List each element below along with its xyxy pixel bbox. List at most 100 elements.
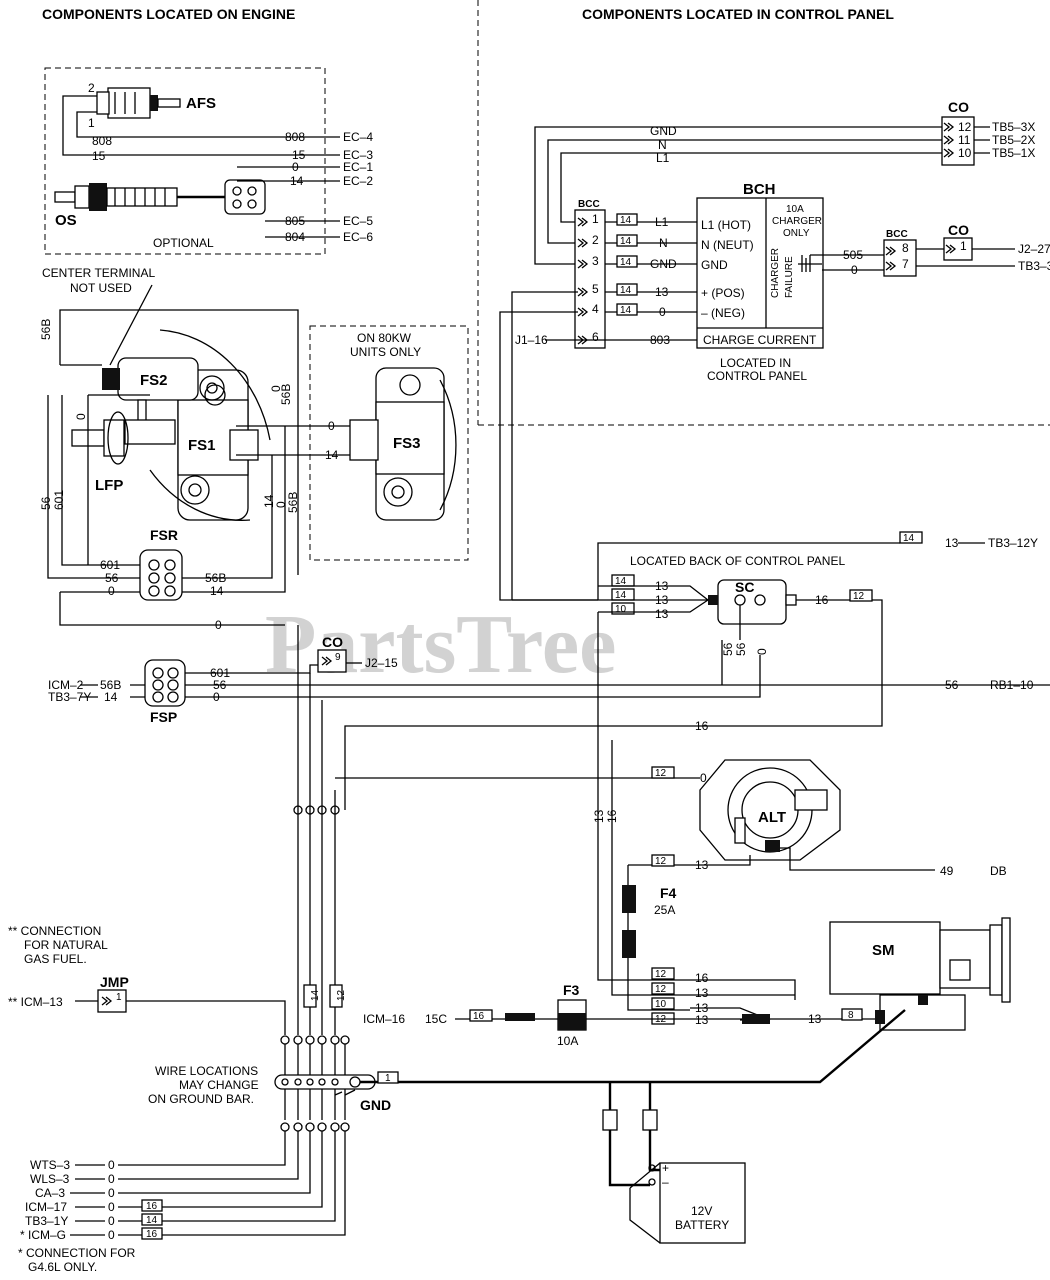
rb1-wire: 56 (945, 678, 959, 692)
fsp-connector (144, 659, 186, 707)
center-terminal-note-1: CENTER TERMINAL (42, 266, 155, 280)
bottom-wire-rows (70, 1131, 346, 1240)
bcc-wire-13: 13 (655, 285, 669, 299)
sm-wire-gauge: 8 (848, 1010, 854, 1021)
g46-note-1: * CONNECTION FOR (18, 1246, 136, 1260)
g46-note-2: G4.6L ONLY. (28, 1260, 97, 1274)
alt-b-gauge: 12 (655, 856, 667, 867)
wire-14: 14 (290, 174, 304, 188)
bch-term-gnd: GND (701, 258, 728, 272)
bcc-gauge-5: 14 (620, 305, 632, 316)
battery-label: BATTERY (675, 1218, 729, 1232)
co2-label: CO (948, 222, 969, 238)
charger-failure-1: CHARGER (770, 248, 781, 298)
jmp-pin: 1 (116, 992, 122, 1003)
co-dest-tb5-1x: TB5–1X (992, 146, 1035, 160)
bcc-bch-wires (545, 213, 697, 341)
ec-2: EC–2 (343, 174, 373, 188)
bcc-gauge-1: 14 (620, 215, 632, 226)
db-wire: 49 (940, 864, 954, 878)
sm-row-3-wire: 13 (695, 1001, 709, 1015)
fs1-label: FS1 (188, 437, 216, 454)
fs3-solenoid (349, 367, 457, 521)
icm16-wire: 15C (425, 1012, 447, 1026)
on80kw-note-2: UNITS ONLY (350, 345, 421, 359)
co3-pin: 9 (335, 652, 341, 663)
ground-bar (274, 1035, 376, 1132)
os-label: OS (55, 212, 77, 229)
wire-808: 808 (285, 130, 305, 144)
wire-804: 804 (285, 230, 305, 244)
vert-16: 16 (605, 809, 619, 823)
co-connector-top (941, 116, 975, 166)
wire-loc-note-1: WIRE LOCATIONS (155, 1064, 258, 1078)
bcc-pin-1: 1 (592, 212, 599, 226)
sc-right-wire: 16 (815, 593, 829, 607)
wire-16-mid: 16 (695, 719, 709, 733)
fsp-src-tb3-7y: TB3–7Y (48, 690, 91, 704)
starter-motor-sm (829, 917, 1011, 1031)
j1-16-label: J1–16 (515, 333, 548, 347)
bcc-pin-6: 6 (592, 330, 599, 344)
ec-4: EC–4 (343, 130, 373, 144)
wire-56b-vert: 56B (39, 319, 53, 340)
harness-gauge-12: 12 (336, 989, 347, 1001)
row-icm17-gauge: 16 (146, 1201, 158, 1212)
bcc-wire-0: 0 (659, 305, 666, 319)
bcc-wire-gnd: GND (650, 257, 677, 271)
wire-0-fs3: 0 (328, 419, 335, 433)
row-ca3-src: CA–3 (35, 1186, 65, 1200)
wire-15-left: 15 (92, 149, 106, 163)
afs-label: AFS (186, 95, 216, 112)
co-connector-j2-15 (317, 649, 347, 673)
fsr-wire-0: 0 (108, 584, 115, 598)
battery-plus: + (662, 1161, 669, 1175)
co2-pin: 1 (960, 239, 967, 253)
wire-601-vert: 601 (52, 490, 66, 510)
sm-row-3-gauge: 10 (655, 999, 667, 1010)
engine-wire-rows (95, 136, 340, 238)
row-icm17-wire: 0 (108, 1200, 115, 1214)
alt-b-wire: 13 (695, 858, 709, 872)
fsp-src-icm2: ICM–2 (48, 678, 84, 692)
bcc-wire-803: 803 (650, 333, 670, 347)
sc-bottom-0: 0 (755, 648, 769, 655)
bch-label: BCH (743, 181, 776, 198)
charger-failure-contact (798, 255, 822, 272)
wire-56b-right: 56B (279, 384, 293, 405)
wire-56-vert: 56 (39, 496, 53, 510)
row-wls3-wire: 0 (108, 1172, 115, 1186)
wire-15: 15 (292, 148, 306, 162)
co-dest-tb5-3x: TB5–3X (992, 120, 1035, 134)
fsr-label: FSR (150, 527, 178, 543)
co-dest-tb5-2x: TB5–2X (992, 133, 1035, 147)
nat-gas-note-2: FOR NATURAL (24, 938, 108, 952)
f4-label: F4 (660, 885, 677, 901)
alt-wire: 0 (700, 771, 707, 785)
charger-10a-3: ONLY (783, 228, 810, 239)
bcc-pin-2: 2 (592, 233, 599, 247)
sc-gauge-2: 14 (615, 590, 627, 601)
sc-bottom-56b: 56 (734, 642, 748, 656)
sc-top-wire: 13 (945, 536, 959, 550)
fsr-bottom-0: 0 (215, 618, 222, 632)
wire-0-vert2: 0 (274, 501, 288, 508)
sm-rows (651, 967, 796, 1025)
fsp-wire-14: 14 (104, 690, 118, 704)
engine-section-header: COMPONENTS LOCATED ON ENGINE (42, 6, 295, 22)
row-wls3-src: WLS–3 (30, 1172, 70, 1186)
row-icmg-wire: 0 (108, 1228, 115, 1242)
bch-term-neg: – (NEG) (701, 306, 745, 320)
wire-0-vert: 0 (74, 413, 88, 420)
f4-rating: 25A (654, 903, 675, 917)
watermark: PartsTree (265, 598, 616, 691)
bcc-pin-4: 4 (592, 302, 599, 316)
bcc2-wire-0: 0 (851, 263, 858, 277)
row-icm17-src: ICM–17 (25, 1200, 67, 1214)
bcc-gauge-4: 14 (620, 285, 632, 296)
co-pin-10: 10 (958, 146, 972, 160)
bcc-connector (574, 209, 606, 349)
vert-13: 13 (592, 809, 606, 823)
f3-label: F3 (563, 982, 580, 998)
oxygen-sensor (54, 179, 266, 215)
